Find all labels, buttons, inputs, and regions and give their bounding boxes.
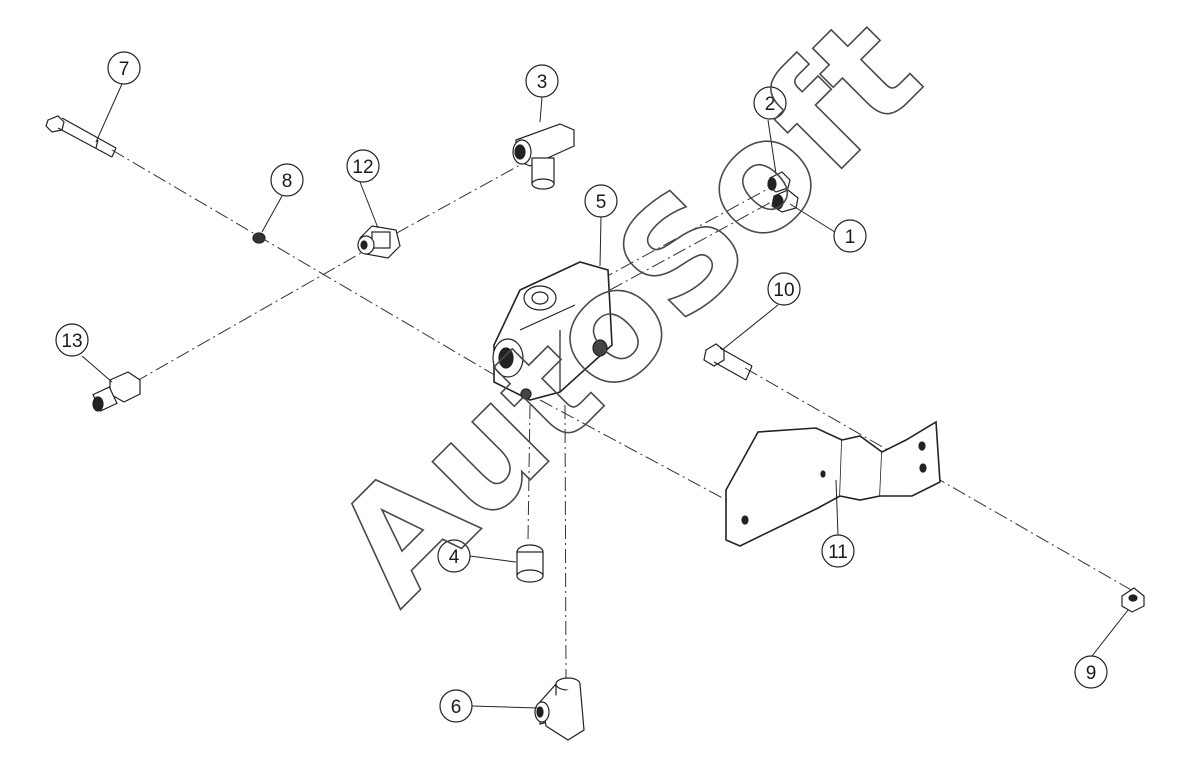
callout-9: 9 — [1074, 655, 1108, 689]
callout-label-10: 10 — [773, 280, 794, 301]
valve-body-part-5 — [492, 261, 613, 401]
autosoft-watermark: AutoSoft — [302, 0, 952, 635]
callout-label-6: 6 — [451, 697, 462, 718]
callout-label-9: 9 — [1086, 663, 1097, 684]
callout-7: 7 — [107, 51, 141, 85]
callout-5: 5 — [584, 184, 618, 218]
callout-label-11: 11 — [828, 542, 848, 563]
callout-label-1: 1 — [845, 227, 856, 248]
callout-11: 11 — [821, 534, 855, 568]
callout-leader-lines — [81, 83, 1129, 709]
callout-label-13: 13 — [61, 331, 82, 352]
fitting-part-12 — [357, 225, 401, 259]
tee-fitting-part-3 — [512, 123, 575, 190]
callout-label-2: 2 — [765, 94, 776, 115]
callouts: 1 2 3 4 5 6 7 8 9 10 11 12 13 — [55, 51, 1108, 723]
callout-8: 8 — [270, 163, 304, 197]
callout-1: 1 — [833, 219, 867, 253]
callout-2: 2 — [753, 86, 787, 120]
bracket-part-11 — [725, 420, 941, 547]
bolt-part-7 — [45, 115, 117, 158]
fitting-part-13 — [92, 371, 141, 412]
callout-label-8: 8 — [282, 171, 293, 192]
washer-part-8 — [252, 232, 266, 244]
fitting-part-4 — [516, 544, 544, 583]
callout-3: 3 — [525, 64, 559, 98]
callout-12: 12 — [346, 149, 380, 183]
callout-label-4: 4 — [449, 547, 460, 568]
callout-label-7: 7 — [119, 59, 130, 80]
plug-part-2 — [767, 171, 791, 193]
nut-part-9 — [1121, 587, 1145, 613]
callout-6: 6 — [439, 689, 473, 723]
bolt-part-10 — [703, 343, 753, 381]
callout-label-3: 3 — [537, 72, 548, 93]
callout-13: 13 — [55, 323, 89, 357]
elbow-fitting-part-6 — [534, 677, 585, 741]
plug-part-1 — [771, 189, 799, 213]
assembly-axis-lines — [111, 149, 1141, 681]
callout-label-12: 12 — [352, 157, 373, 178]
callout-4: 4 — [437, 539, 471, 573]
callout-label-5: 5 — [596, 192, 607, 213]
callout-10: 10 — [767, 272, 801, 306]
